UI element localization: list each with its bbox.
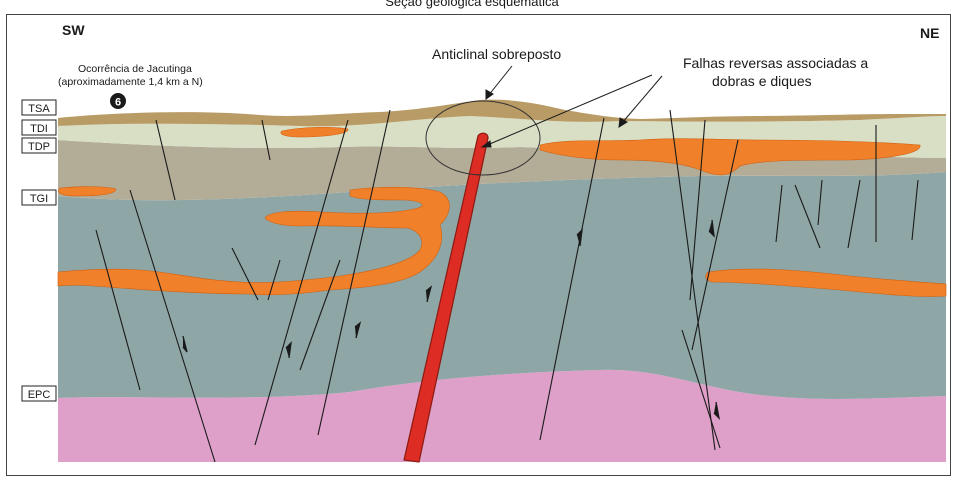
unit-code-tdp: TDP	[28, 141, 50, 153]
occurrence-label-line1: Ocorrência de Jacutinga	[78, 63, 192, 75]
unit-code-tgi: TGI	[30, 193, 48, 205]
occurrence-number: 6	[115, 97, 121, 109]
label-sw: SW	[62, 22, 85, 38]
unit-legend-boxes: TSA TDI TDP TGI EPC	[22, 100, 56, 401]
unit-code-tdi: TDI	[30, 123, 48, 135]
faults-label-line2: dobras e diques	[712, 73, 812, 89]
label-ne: NE	[920, 25, 939, 41]
occurrence-label-line2: (aproximadamente 1,4 km a N)	[58, 76, 203, 88]
anticline-label: Anticlinal sobreposto	[432, 46, 561, 62]
faults-label-line1: Falhas reversas associadas a	[683, 55, 868, 71]
header-partial: Seção geológica esquemática	[385, 0, 559, 9]
unit-code-tsa: TSA	[28, 103, 50, 115]
unit-code-epc: EPC	[28, 389, 51, 401]
